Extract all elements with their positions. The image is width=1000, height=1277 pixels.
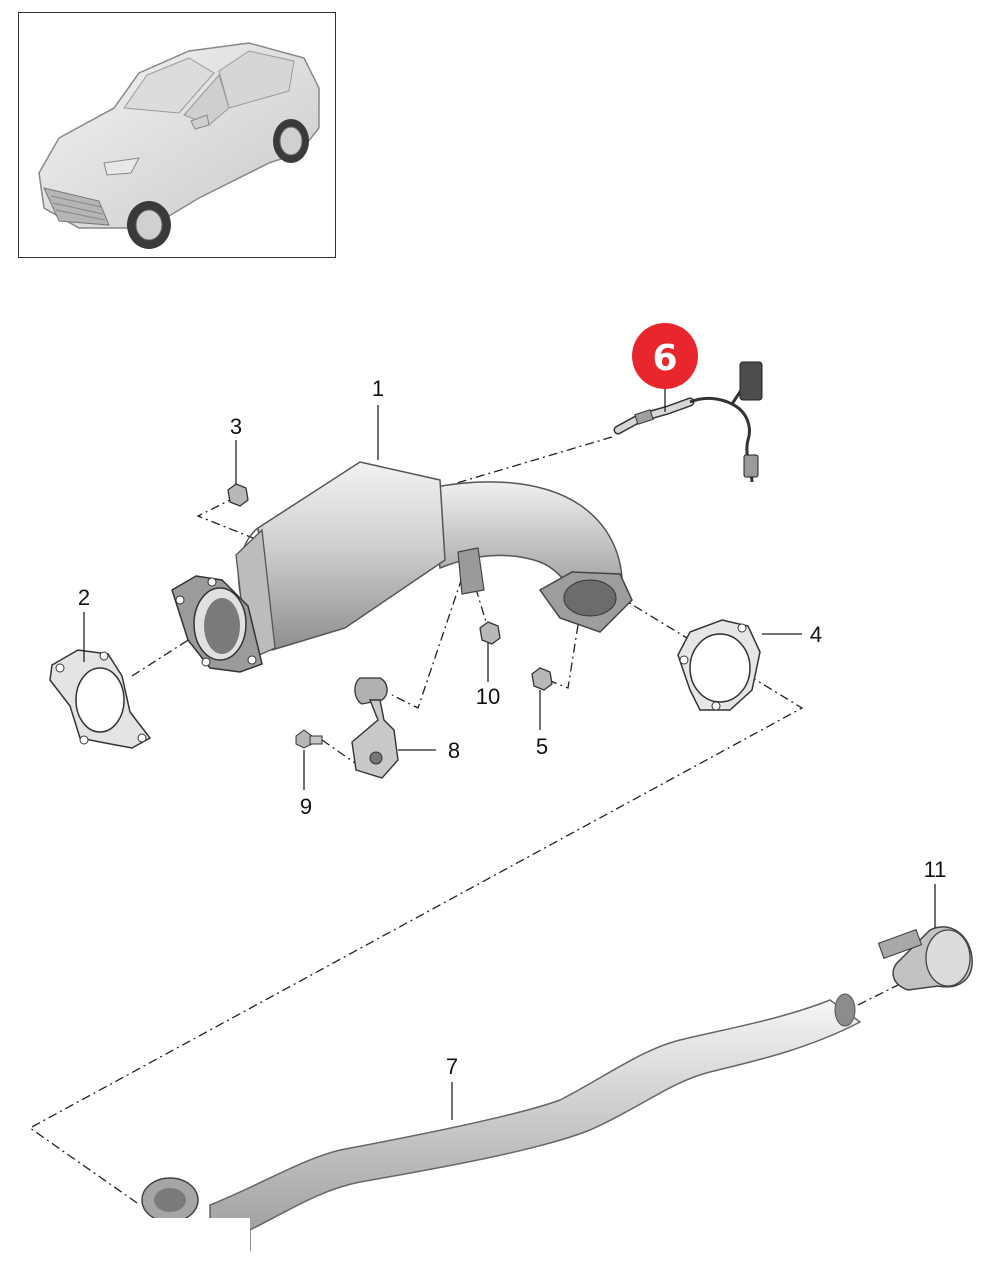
callout-2[interactable]: 2	[78, 585, 90, 610]
callout-7[interactable]: 7	[446, 1054, 458, 1079]
part-5-nut[interactable]	[531, 667, 553, 691]
callout-11[interactable]: 11	[924, 857, 947, 882]
part-6-oxygen-sensor[interactable]	[613, 361, 763, 483]
part-4-gasket[interactable]	[677, 619, 761, 711]
part-8-bracket[interactable]	[351, 677, 399, 779]
vehicle-thumbnail	[18, 12, 336, 258]
callout-6: 6	[652, 338, 677, 379]
part-1-catalytic-converter[interactable]	[171, 461, 633, 673]
assembly-lines	[28, 436, 901, 1206]
callout-5[interactable]: 5	[536, 734, 548, 759]
leader-lines	[83, 388, 936, 1120]
callout-8[interactable]: 8	[448, 738, 460, 763]
callout-9[interactable]: 9	[300, 794, 312, 819]
part-9-bolt[interactable]	[295, 729, 323, 749]
part-11-clamp[interactable]	[877, 926, 973, 991]
vehicle-illustration	[38, 42, 320, 249]
callout-4[interactable]: 4	[810, 622, 822, 647]
highlight-badge[interactable]: 6	[632, 323, 698, 389]
part-7-exhaust-pipe[interactable]	[130, 993, 862, 1268]
callout-numbers: 1 2 3 4 5 7 8 9 10 11	[78, 376, 947, 1079]
part-3-nut[interactable]	[227, 483, 249, 507]
callout-10[interactable]: 10	[476, 684, 500, 709]
callout-3[interactable]: 3	[230, 414, 242, 439]
part-10-nut[interactable]	[479, 621, 501, 645]
part-2-gasket[interactable]	[49, 649, 152, 749]
callout-1[interactable]: 1	[372, 376, 384, 401]
